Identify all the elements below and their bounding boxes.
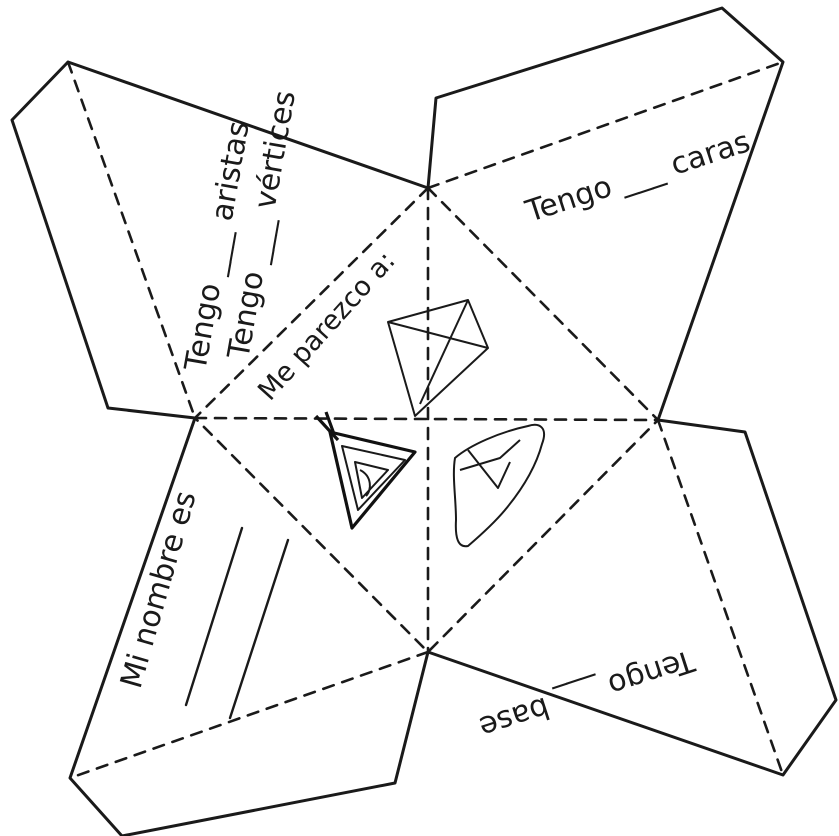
net-outline [12, 8, 836, 836]
